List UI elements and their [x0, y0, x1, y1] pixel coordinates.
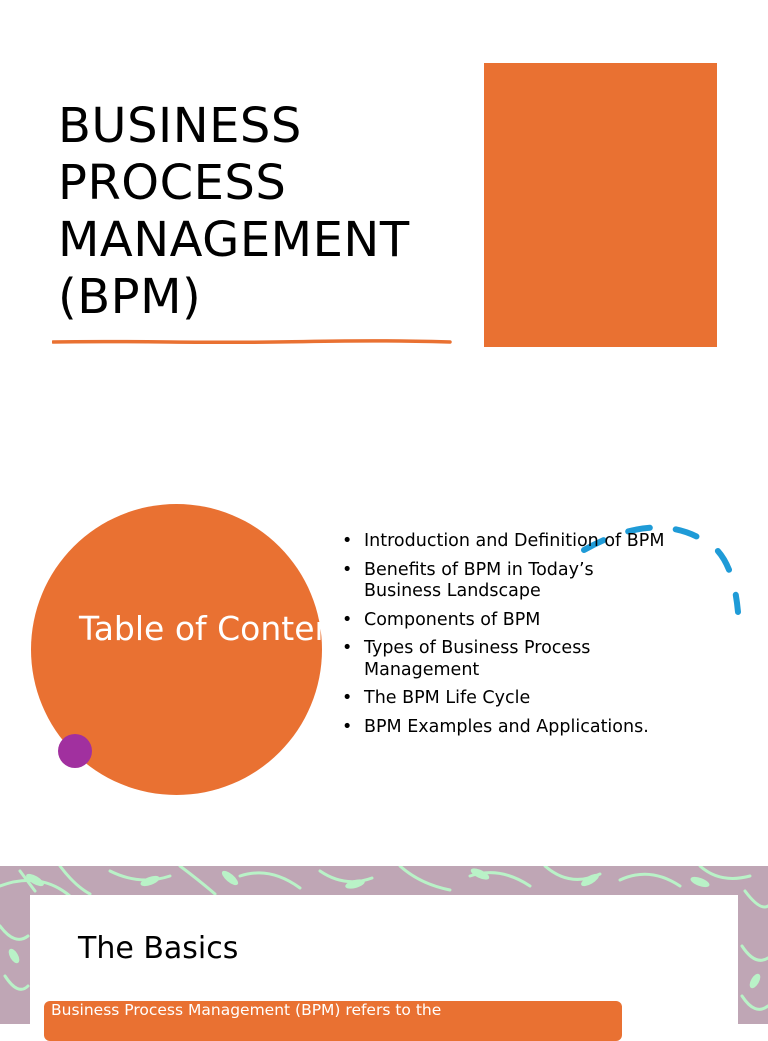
- title-slide: BUSINESS PROCESS MANAGEMENT (BPM): [0, 0, 768, 430]
- purple-dot-decoration: [58, 734, 92, 768]
- leaf-pattern-background: [0, 866, 768, 1011]
- toc-item: Components of BPM: [342, 610, 672, 632]
- toc-item: BPM Examples and Applications.: [342, 717, 672, 739]
- table-of-content-slide: Table of Content Introduction and Defini…: [0, 440, 768, 860]
- toc-item: Introduction and Definition of BPM: [342, 531, 672, 553]
- decorative-orange-square: [484, 63, 717, 347]
- toc-list: Introduction and Definition of BPM Benef…: [342, 531, 672, 745]
- toc-item: Benefits of BPM in Today’s Business Land…: [342, 560, 672, 603]
- toc-item: The BPM Life Cycle: [342, 688, 672, 710]
- basics-heading: The Basics: [78, 931, 239, 966]
- basics-body-text: Business Process Management (BPM) refers…: [51, 1001, 442, 1019]
- slide-title: BUSINESS PROCESS MANAGEMENT (BPM): [58, 98, 410, 325]
- title-underline: [52, 339, 452, 345]
- toc-item: Types of Business Process Management: [342, 638, 672, 681]
- toc-heading: Table of Content: [79, 609, 349, 648]
